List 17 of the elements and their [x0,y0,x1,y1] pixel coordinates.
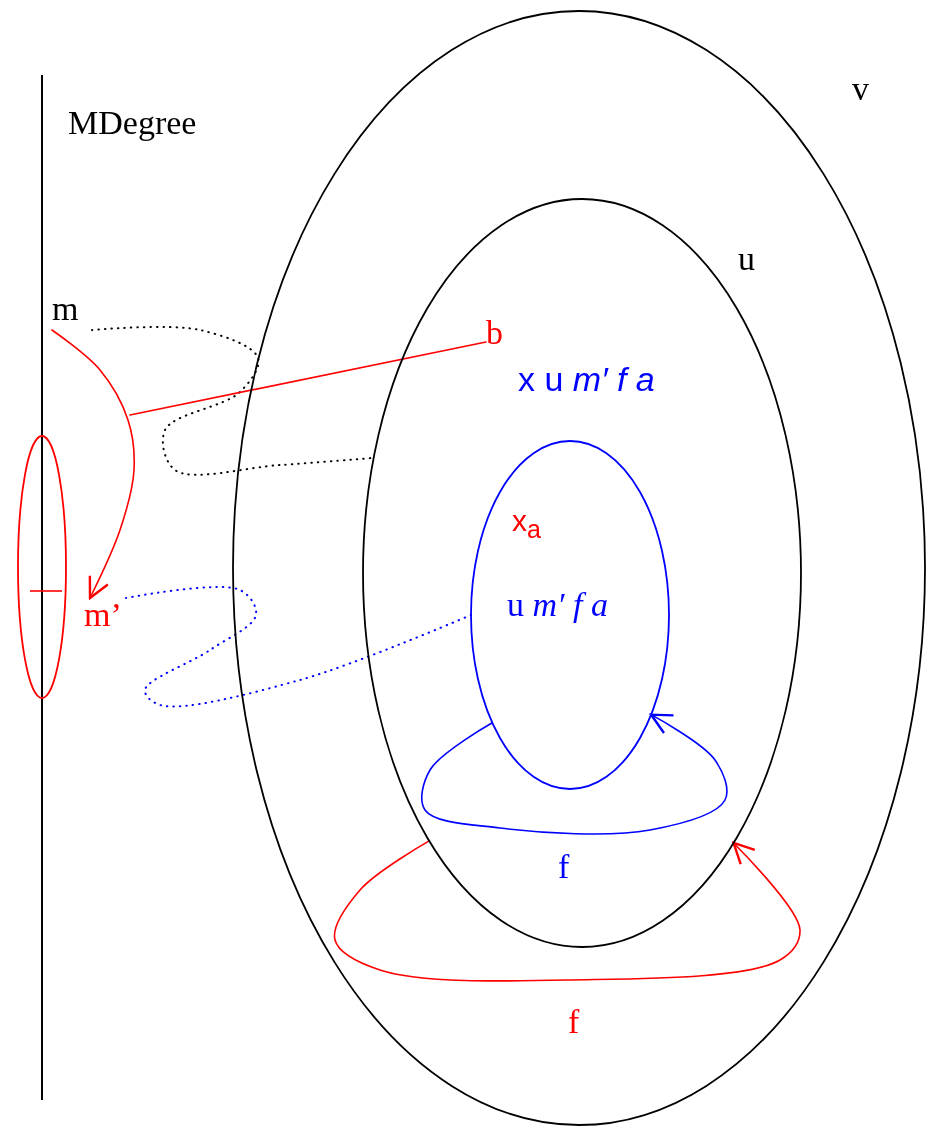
ellipse-region [362,198,802,948]
point-label: m’ [84,598,126,636]
curved-arrow [333,840,801,982]
point-label: m [52,292,92,330]
leader-line [129,341,487,416]
axis-title: MDegree [68,106,197,140]
formula-text: u m′ f a [507,588,608,622]
formula-text: x u m′ f a [518,362,655,396]
ellipse-region [470,440,670,790]
region-label: x$_{a}$ [512,506,541,542]
point-label: b [486,316,514,352]
ellipse-region [17,435,67,699]
region-label: u [738,242,755,276]
curved-arrow [420,713,728,835]
curved-arrow [51,329,136,600]
ellipse-region [232,10,926,1126]
region-label: v [852,72,869,106]
